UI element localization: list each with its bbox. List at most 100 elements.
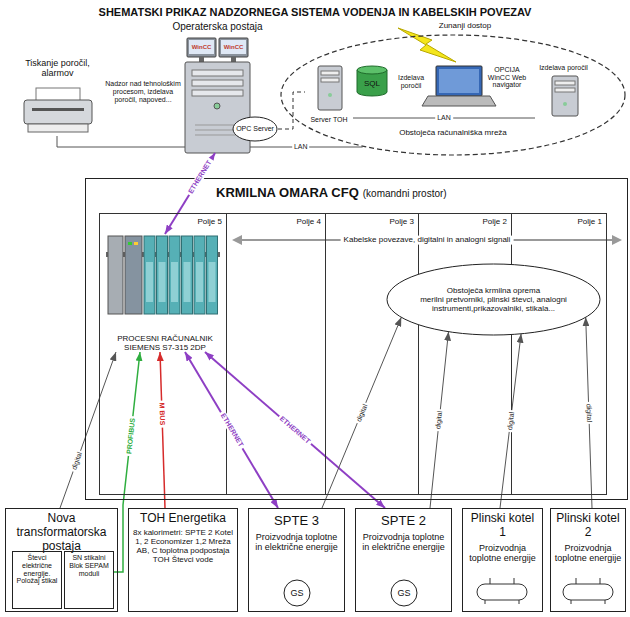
connector-label: digital xyxy=(354,401,370,425)
connector xyxy=(205,352,385,508)
workstation: Izdelava poročil xyxy=(535,64,592,120)
connector-label: digital xyxy=(69,449,84,473)
connector xyxy=(160,352,165,508)
text-group: TOH Energetika8x kalorimetri: SPTE 2 Kot… xyxy=(129,509,237,568)
plc-rack xyxy=(106,236,220,314)
chp-box: SPTE 2 Proizvodnja toplotne in električne… xyxy=(355,508,452,612)
lightning-symbol xyxy=(398,28,456,62)
node-heading: GS xyxy=(397,588,410,598)
text-group: Plinski kotel 2 Proizvodnja toplotne ener… xyxy=(551,509,625,566)
text-group: KRMILNA OMARA CFQ (komandni prostor) xyxy=(216,183,447,201)
node-heading: KRMILNA OMARA CFQ xyxy=(216,185,359,200)
node-body: Proizvodnja toplotne energije xyxy=(466,543,539,564)
text-group: GS xyxy=(283,579,311,607)
node-heading: Polje 3 xyxy=(390,217,414,226)
substation-box: Nova transformatorska postajaŠtevci elek… xyxy=(5,508,118,612)
node-heading: Obstoječa računalniška mreža xyxy=(280,128,626,137)
node-heading: Polje 4 xyxy=(297,217,321,226)
field-panel: Polje 3 xyxy=(326,213,419,495)
node-heading: Plinski kotel 2 xyxy=(554,512,622,540)
text-group: Obstoječa krmilna opremamerilni pretvorn… xyxy=(386,263,601,336)
connector xyxy=(430,332,449,508)
text-group: Števci električne energije. Položaj stik… xyxy=(13,552,61,587)
generator-circle: GS xyxy=(283,579,311,607)
field-panel: Polje 4 xyxy=(227,213,326,495)
node-body: Proizvodnja toplotne in električne energ… xyxy=(252,532,341,553)
connector-label: LAN xyxy=(292,143,310,151)
node-heading: Operaterska postaja xyxy=(155,21,280,32)
boiler-box: Plinski kotel 1 Proizvodnja toplotne ener… xyxy=(462,508,543,612)
connector-label: ETHERNET xyxy=(218,410,246,450)
laptop: Izdelava poročil OPCIJA WinCC Web navigat… xyxy=(390,62,528,112)
connector-label: digital xyxy=(505,409,515,432)
equipment-ellipse: Obstoječa krmilna opremamerilni pretvorn… xyxy=(386,263,601,336)
database: SQL xyxy=(356,66,388,96)
bus-label: Kabelske povezave, digitalni in analogni… xyxy=(341,236,514,245)
node-body: 8x kalorimetri: SPTE 2 Kotel 1, 2 Econom… xyxy=(132,529,234,565)
boiler-box: Plinski kotel 2 Proizvodnja toplotne ener… xyxy=(550,508,626,612)
switchgear-box: SN stikalni Blok SEPAM moduli xyxy=(64,551,114,609)
connector-label: digital xyxy=(585,401,593,424)
cable-bus-arrow xyxy=(232,235,622,245)
node-body: OPCIJA WinCC Web navigator xyxy=(486,66,528,89)
network-ellipse: Obstoječa računalniška mreža Server TOH SQ… xyxy=(280,34,626,156)
plc: PROCESNI RAČUNALNIK SIEMENS S7-315 2DP xyxy=(108,234,222,352)
node-heading: SQL xyxy=(364,75,380,88)
connector-label: ETHERNET xyxy=(277,413,314,446)
node-heading: Števci električne energije. Položaj stik… xyxy=(15,554,59,585)
server-icon xyxy=(318,66,342,110)
node-heading: Obstoječa krmilna oprema xyxy=(447,286,540,295)
node-heading: SN stikalni Blok SEPAM moduli xyxy=(67,554,111,577)
server-tower-icon xyxy=(185,62,250,153)
node-heading: Izdelava poročil xyxy=(390,74,432,89)
boiler-symbol xyxy=(477,578,613,604)
text-group: OPC Server xyxy=(232,116,278,142)
operator-station: Operaterska postajaNadzor nad tehnološki… xyxy=(185,62,250,153)
node-body: Proizvodnja toplotne energije xyxy=(554,543,622,564)
field-panel: Polje 2 xyxy=(419,213,512,495)
node-heading: Polje 1 xyxy=(578,217,602,226)
text-group: SN stikalni Blok SEPAM moduli xyxy=(65,552,113,579)
server: Server TOH xyxy=(305,64,353,124)
node-heading: SPTE 2 xyxy=(359,513,448,528)
note-label: Zunanji dostop xyxy=(439,22,491,31)
node-heading: Izdelava poročil xyxy=(535,64,592,71)
connector-label: digital xyxy=(434,408,444,431)
connector xyxy=(500,334,521,508)
connector xyxy=(322,317,401,508)
node-heading: Server TOH xyxy=(305,116,353,124)
connector-label: M BUS xyxy=(158,401,167,428)
node-body: Nadzor nad tehnološkim procesom, izdelav… xyxy=(105,80,181,104)
text-group: GS xyxy=(390,579,418,607)
node-heading: Plinski kotel 1 xyxy=(466,512,539,540)
opc-server-ellipse: OPC Server xyxy=(232,116,278,142)
node-body: (komandni prostor) xyxy=(363,188,447,199)
text-group: SPTE 2 Proizvodnja toplotne in električne… xyxy=(356,509,451,557)
ellipse-outline xyxy=(280,34,626,156)
control-cabinet: KRMILNA OMARA CFQ (komandni prostor) Polje… xyxy=(85,178,628,500)
pc-icon xyxy=(552,76,578,116)
generator-circle: GS xyxy=(390,579,418,607)
meter-box: Števci električne energije. Položaj stik… xyxy=(12,551,62,609)
screen-label: WinCC xyxy=(224,44,244,51)
field-panel: Polje 1 xyxy=(512,213,607,495)
node-body: Proizvodnja toplotne in električne energ… xyxy=(359,532,448,553)
node-heading: SPTE 3 xyxy=(252,513,341,528)
chp-box: SPTE 3 Proizvodnja toplotne in električne… xyxy=(248,508,345,612)
node-heading: Nova transformatorska postaja xyxy=(6,509,117,553)
database-cylinder xyxy=(357,66,387,96)
node-heading: Polje 2 xyxy=(483,217,507,226)
connector xyxy=(57,136,185,147)
diagram-title: SHEMATSKI PRIKAZ NADZORNEGA SISTEMA VODE… xyxy=(0,6,630,18)
node-heading: OPC Server xyxy=(232,125,278,132)
connector-label: LAN xyxy=(435,114,453,122)
connector xyxy=(60,352,116,508)
node-heading: PROCESNI RAČUNALNIK SIEMENS S7-315 2DP xyxy=(108,334,222,352)
field-panel: Polje 5 PROCESNI RAČUNALNIK SIEMENS S7-31… xyxy=(99,213,227,495)
text-group: Plinski kotel 1 Proizvodnja toplotne ener… xyxy=(463,509,542,566)
screen-label: WinCC xyxy=(192,44,212,51)
node-heading: Tiskanje poročil, alarmov xyxy=(15,58,100,79)
text-group: SPTE 3 Proizvodnja toplotne in električne… xyxy=(249,509,344,557)
node-heading: Polje 5 xyxy=(198,217,222,226)
